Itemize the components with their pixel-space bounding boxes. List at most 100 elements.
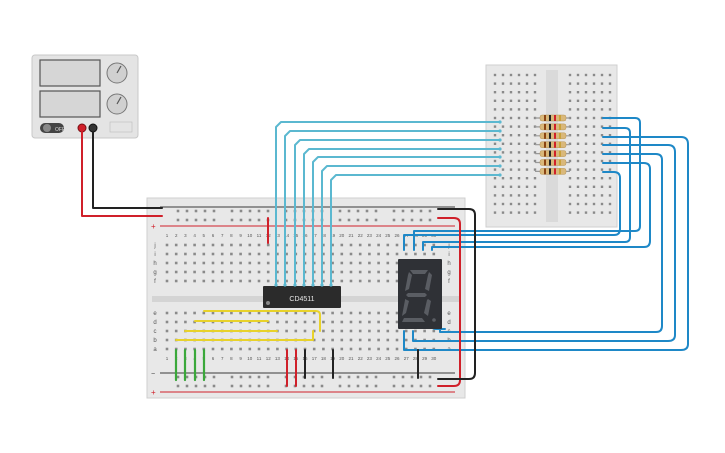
mini-hole[interactable] <box>493 159 497 163</box>
breadboard-hole[interactable] <box>165 270 169 274</box>
mini-hole[interactable] <box>525 142 529 145</box>
mini-hole[interactable] <box>517 177 521 180</box>
rail-hole[interactable] <box>248 375 252 379</box>
rail-hole[interactable] <box>356 218 360 222</box>
mini-hole[interactable] <box>608 125 612 128</box>
rail-hole[interactable] <box>311 375 315 379</box>
breadboard-hole[interactable] <box>266 252 270 256</box>
wire-cyan-6[interactable] <box>321 165 501 286</box>
breadboard-hole[interactable] <box>294 320 298 324</box>
breadboard-hole[interactable] <box>165 329 169 333</box>
breadboard-hole[interactable] <box>432 243 436 247</box>
mini-hole[interactable] <box>576 177 580 180</box>
mini-hole[interactable] <box>568 142 572 145</box>
breadboard-hole[interactable] <box>230 347 233 351</box>
breadboard-hole[interactable] <box>248 261 252 265</box>
mini-hole[interactable] <box>576 73 580 77</box>
breadboard-hole[interactable] <box>395 320 399 324</box>
breadboard-hole[interactable] <box>349 252 353 256</box>
breadboard-hole[interactable] <box>220 270 224 274</box>
breadboard-hole[interactable] <box>423 252 426 256</box>
breadboard-hole[interactable] <box>230 270 233 274</box>
breadboard-hole[interactable] <box>340 338 344 342</box>
breadboard-hole[interactable] <box>248 252 252 256</box>
breadboard-hole[interactable] <box>285 270 288 274</box>
breadboard-hole[interactable] <box>368 261 371 265</box>
mini-hole[interactable] <box>517 185 521 188</box>
breadboard-hole[interactable] <box>358 252 362 256</box>
rail-hole[interactable] <box>401 209 405 213</box>
breadboard-hole[interactable] <box>276 320 279 324</box>
mini-hole[interactable] <box>533 168 537 171</box>
mini-hole[interactable] <box>608 168 612 171</box>
breadboard-hole[interactable] <box>395 311 399 315</box>
mini-hole[interactable] <box>608 134 612 137</box>
mini-hole[interactable] <box>568 211 572 214</box>
mini-hole[interactable] <box>600 134 604 137</box>
mini-hole[interactable] <box>592 168 596 171</box>
breadboard-hole[interactable] <box>395 243 399 247</box>
breadboard-hole[interactable] <box>377 311 380 315</box>
breadboard-hole[interactable] <box>377 347 380 351</box>
mini-hole[interactable] <box>600 142 604 145</box>
breadboard-hole[interactable] <box>303 320 307 324</box>
mini-hole[interactable] <box>493 194 497 197</box>
rail-hole[interactable] <box>410 375 414 379</box>
mini-hole[interactable] <box>533 177 537 180</box>
rail-hole[interactable] <box>257 218 261 222</box>
breadboard-hole[interactable] <box>377 252 380 256</box>
breadboard-hole[interactable] <box>368 311 371 315</box>
mini-hole[interactable] <box>533 151 537 154</box>
mini-hole[interactable] <box>525 168 529 171</box>
mini-hole[interactable] <box>576 99 580 102</box>
rail-hole[interactable] <box>266 384 270 388</box>
rail-hole[interactable] <box>212 218 216 222</box>
breadboard-hole[interactable] <box>184 320 187 324</box>
breadboard-hole[interactable] <box>358 261 362 265</box>
wire-cyan-2[interactable] <box>284 130 501 286</box>
mini-hole[interactable] <box>517 73 521 77</box>
breadboard-hole[interactable] <box>331 261 334 265</box>
breadboard-hole[interactable] <box>395 347 399 351</box>
breadboard-hole[interactable] <box>239 347 242 351</box>
mini-hole[interactable] <box>576 134 580 137</box>
breadboard-hole[interactable] <box>423 243 426 247</box>
breadboard-hole[interactable] <box>322 338 325 342</box>
breadboard-hole[interactable] <box>386 347 390 351</box>
mini-hole[interactable] <box>608 202 612 206</box>
breadboard-hole[interactable] <box>368 279 371 283</box>
breadboard-hole[interactable] <box>266 347 270 351</box>
rail-hole[interactable] <box>203 209 207 213</box>
rail-hole[interactable] <box>194 209 198 213</box>
breadboard-hole[interactable] <box>358 329 362 333</box>
mini-hole[interactable] <box>568 99 572 102</box>
breadboard-hole[interactable] <box>386 338 390 342</box>
rail-hole[interactable] <box>365 218 369 222</box>
breadboard-hole[interactable] <box>358 320 362 324</box>
rail-hole[interactable] <box>401 375 405 379</box>
rail-hole[interactable] <box>392 209 396 213</box>
breadboard-hole[interactable] <box>276 311 279 315</box>
breadboard-hole[interactable] <box>220 311 224 315</box>
breadboard-hole[interactable] <box>257 311 261 315</box>
mini-hole[interactable] <box>525 134 529 137</box>
breadboard-hole[interactable] <box>331 338 334 342</box>
breadboard-hole[interactable] <box>322 347 325 351</box>
breadboard-hole[interactable] <box>322 311 325 315</box>
mini-hole[interactable] <box>568 194 572 197</box>
breadboard-hole[interactable] <box>340 270 344 274</box>
rail-hole[interactable] <box>356 375 360 379</box>
mini-hole[interactable] <box>501 116 505 120</box>
breadboard-hole[interactable] <box>193 320 196 324</box>
mini-hole[interactable] <box>525 202 529 206</box>
mini-hole[interactable] <box>576 91 580 94</box>
wire-blue-6[interactable] <box>431 162 651 251</box>
breadboard-hole[interactable] <box>358 270 362 274</box>
breadboard-hole[interactable] <box>230 243 233 247</box>
mini-hole[interactable] <box>576 159 580 163</box>
resistor[interactable] <box>535 159 570 166</box>
breadboard-hole[interactable] <box>285 252 288 256</box>
mini-hole[interactable] <box>533 108 537 111</box>
breadboard-hole[interactable] <box>285 279 288 283</box>
rail-hole[interactable] <box>374 218 378 222</box>
